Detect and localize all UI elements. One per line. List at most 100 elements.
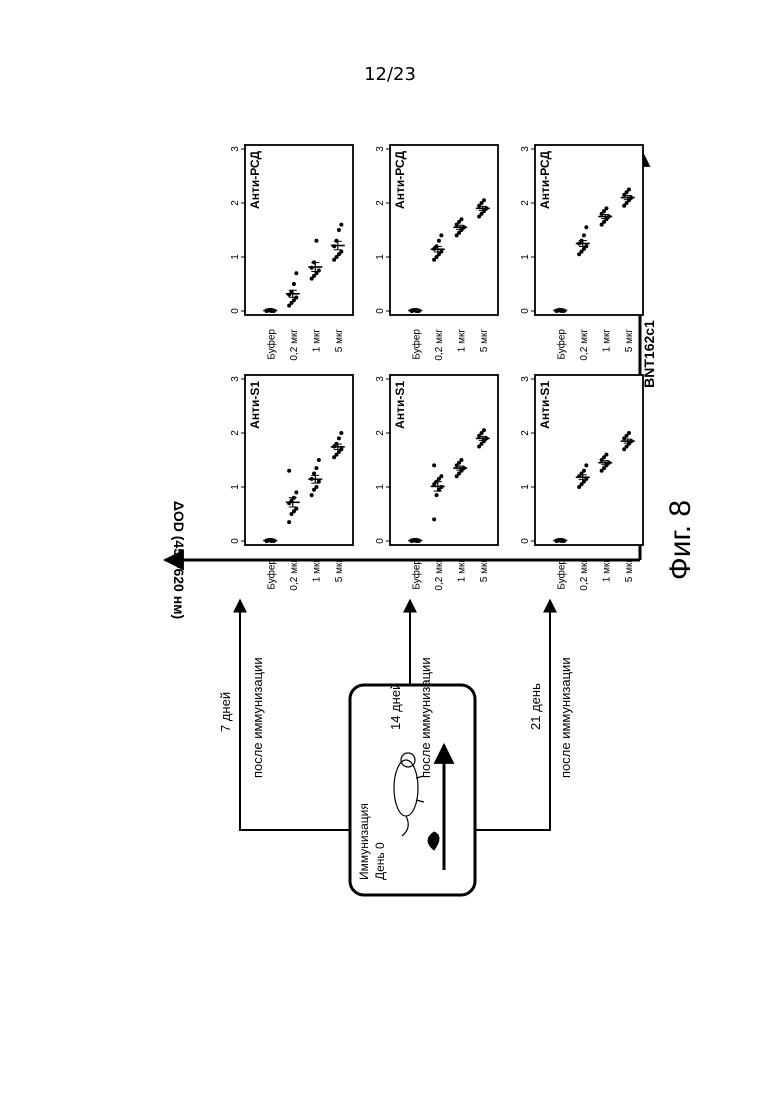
x-tick-label: Буфер	[410, 329, 422, 360]
data-point	[432, 463, 436, 467]
scatter-panel: Анти-S1 0 1 2 3Буфер 0,2 мкг 1 мкг 5 мкг	[520, 375, 643, 591]
x-tick-label: 5 мкг	[624, 329, 635, 353]
x-tick-label: Буфер	[265, 329, 277, 360]
y-tick-label: 2	[520, 430, 531, 436]
data-point	[310, 493, 314, 497]
x-tick-label: 0,2 мкг	[579, 559, 590, 591]
y-tick-label: 2	[375, 200, 386, 206]
y-tick-label: 1	[520, 254, 531, 260]
data-point	[314, 239, 318, 243]
x-tick-label: Буфер	[555, 559, 567, 590]
x-tick-label: 1 мкг	[601, 559, 612, 583]
panels: Анти-S10123Буфер0,2 мкг1 мкг5 мкгАнти-РС…	[230, 145, 643, 591]
x-tick-label: Буфер	[555, 329, 567, 360]
figure-caption: Фиг. 8	[664, 500, 697, 580]
x-tick-label: 0,2 мкг	[434, 559, 445, 591]
data-point	[459, 458, 463, 462]
y-tick-label: 2	[230, 430, 241, 436]
data-point	[292, 282, 296, 286]
timepoint-1-sub: после иммунизации	[250, 657, 265, 778]
x-tick-label: 5 мкг	[334, 559, 345, 583]
y-tick-label: 0	[230, 308, 241, 314]
timepoint-2-label: 14 дней	[388, 683, 403, 730]
x-tick-label: 1 мкг	[311, 559, 322, 583]
data-point	[604, 453, 608, 457]
x-tick-label: 0,2 мкг	[579, 329, 590, 361]
y-tick-label: 2	[375, 430, 386, 436]
y-axis-label: ΔOD (450-620 нм)	[171, 501, 187, 619]
panel-title: Анти-S1	[248, 381, 262, 429]
x-tick-label: 0,2 мкг	[434, 329, 445, 361]
x-tick-label: 5 мкг	[334, 329, 345, 353]
panel-title: Анти-S1	[538, 381, 552, 429]
y-tick-label: 2	[230, 200, 241, 206]
y-tick-label: 3	[520, 376, 531, 382]
timeline-arrows	[240, 600, 550, 615]
timepoint-3-sub: после иммунизации	[558, 657, 573, 778]
x-tick-label: 1 мкг	[456, 559, 467, 583]
data-point	[437, 239, 441, 243]
x-tick-label: Буфер	[410, 559, 422, 590]
x-tick-label: 0,2 мкг	[289, 559, 300, 591]
data-point	[294, 490, 298, 494]
data-point	[584, 463, 588, 467]
scatter-panel: Анти-S10123Буфер0,2 мкг1 мкг5 мкг	[375, 375, 498, 591]
data-point	[582, 233, 586, 237]
data-point	[604, 206, 608, 210]
x-tick-label: 0,2 мкг	[289, 329, 300, 361]
y-tick-label: 1	[230, 254, 241, 260]
data-point	[337, 228, 341, 232]
x-tick-label: Буфер	[265, 559, 277, 590]
data-point	[287, 520, 291, 524]
y-tick-label: 2	[520, 200, 531, 206]
data-point	[294, 271, 298, 275]
y-tick-label: 0	[230, 538, 241, 544]
y-tick-label: 1	[520, 484, 531, 490]
panel-title: Анти-S1	[393, 381, 407, 429]
data-point	[459, 217, 463, 221]
timepoint-3-label: 21 день	[528, 683, 543, 730]
panel-title: Анти-РСД	[248, 151, 262, 209]
data-point	[482, 198, 486, 202]
y-tick-label: 3	[375, 376, 386, 382]
y-tick-label: 0	[375, 538, 386, 544]
y-tick-label: 3	[520, 146, 531, 152]
data-point	[482, 428, 486, 432]
data-point	[339, 223, 343, 227]
data-point	[584, 225, 588, 229]
scatter-panel: Анти-РСД 0 1 2 3Буфер 0,2 мкг 1 мкг 5 мкг	[230, 145, 353, 361]
x-tick-label: 1 мкг	[311, 329, 322, 353]
data-point	[287, 469, 291, 473]
y-tick-label: 3	[230, 146, 241, 152]
immunization-day: День 0	[373, 842, 387, 880]
scatter-panel: Анти-S10123Буфер0,2 мкг1 мкг5 мкг	[230, 375, 353, 591]
timepoint-2-sub: после иммунизации	[418, 657, 433, 778]
y-tick-label: 1	[375, 254, 386, 260]
timepoint-1-label: 7 дней	[218, 692, 233, 732]
data-point	[627, 431, 631, 435]
immunization-label: Иммунизация	[357, 803, 371, 880]
x-tick-label: 1 мкг	[601, 329, 612, 353]
x-tick-label: 5 мкг	[479, 559, 490, 583]
panel-title: Анти-РСД	[538, 151, 552, 209]
x-tick-label: 5 мкг	[624, 559, 635, 583]
data-point	[314, 485, 318, 489]
data-point	[582, 469, 586, 473]
x-tick-label: 5 мкг	[479, 329, 490, 353]
y-tick-label: 1	[230, 484, 241, 490]
x-tick-label: 1 мкг	[456, 329, 467, 353]
data-point	[439, 233, 443, 237]
y-tick-label: 0	[520, 538, 531, 544]
immunization-box: Иммунизация День 0	[350, 685, 475, 895]
y-tick-label: 3	[375, 146, 386, 152]
scatter-panel: Анти-РСД0123Буфер0,2 мкг1 мкг5 мкг	[375, 145, 498, 361]
y-tick-label: 0	[520, 308, 531, 314]
data-point	[432, 517, 436, 521]
data-point	[314, 466, 318, 470]
data-point	[339, 431, 343, 435]
data-point	[337, 436, 341, 440]
panel-title: Анти-РСД	[393, 151, 407, 209]
data-point	[317, 458, 321, 462]
data-point	[439, 474, 443, 478]
